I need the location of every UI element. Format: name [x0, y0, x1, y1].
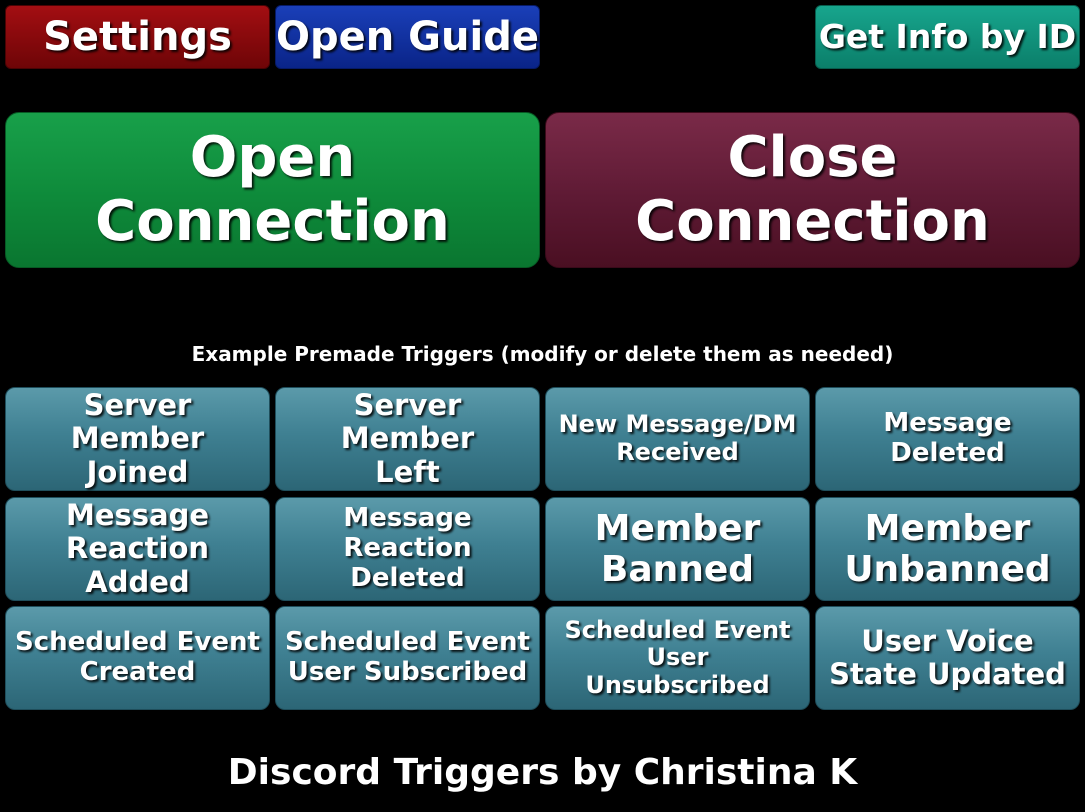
trigger-member-banned[interactable]: Member Banned: [545, 497, 810, 601]
open-connection-button[interactable]: Open Connection: [5, 112, 540, 268]
triggers-section-title: Example Premade Triggers (modify or dele…: [191, 342, 894, 366]
trigger-new-message-received[interactable]: New Message/DM Received: [545, 387, 810, 491]
trigger-user-voice-state-updated[interactable]: User Voice State Updated: [815, 606, 1080, 710]
trigger-message-reaction-deleted[interactable]: Message Reaction Deleted: [275, 497, 540, 601]
close-connection-button[interactable]: Close Connection: [545, 112, 1080, 268]
trigger-message-deleted[interactable]: Message Deleted: [815, 387, 1080, 491]
open-guide-button[interactable]: Open Guide: [275, 5, 540, 69]
footer-credit: Discord Triggers by Christina K: [227, 752, 858, 793]
trigger-scheduled-event-user-subscribed[interactable]: Scheduled Event User Subscribed: [275, 606, 540, 710]
trigger-server-member-joined[interactable]: Server Member Joined: [5, 387, 270, 491]
trigger-server-member-left[interactable]: Server Member Left: [275, 387, 540, 491]
trigger-member-unbanned[interactable]: Member Unbanned: [815, 497, 1080, 601]
get-info-by-id-button[interactable]: Get Info by ID: [815, 5, 1080, 69]
trigger-message-reaction-added[interactable]: Message Reaction Added: [5, 497, 270, 601]
settings-button[interactable]: Settings: [5, 5, 270, 69]
trigger-scheduled-event-user-unsubscribed[interactable]: Scheduled Event User Unsubscribed: [545, 606, 810, 710]
trigger-scheduled-event-created[interactable]: Scheduled Event Created: [5, 606, 270, 710]
